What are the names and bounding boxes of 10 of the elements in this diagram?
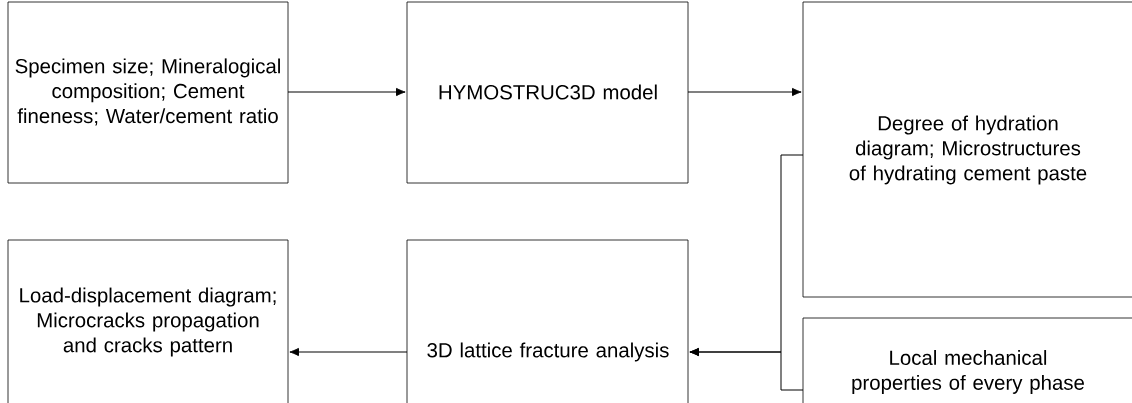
process-box: Load-displacement diagram; Microcracks propagation and cracks pattern — [7, 239, 289, 403]
arrow — [689, 347, 804, 391]
process-box: Degree of hydration diagram; Microstructures of hydrating cement paste — [802, 1, 1132, 298]
arrow — [687, 87, 802, 97]
process-box: 3D lattice fracture analysis — [406, 239, 689, 403]
arrow — [287, 87, 406, 97]
arrow — [289, 347, 408, 357]
process-box: Specimen size; Mineralogical composition; Cement fineness; Water/cement ratio — [7, 1, 289, 184]
process-box: Local mechanical properties of every phase — [802, 317, 1132, 403]
process-box: HYMOSTRUC3D model — [406, 1, 689, 184]
